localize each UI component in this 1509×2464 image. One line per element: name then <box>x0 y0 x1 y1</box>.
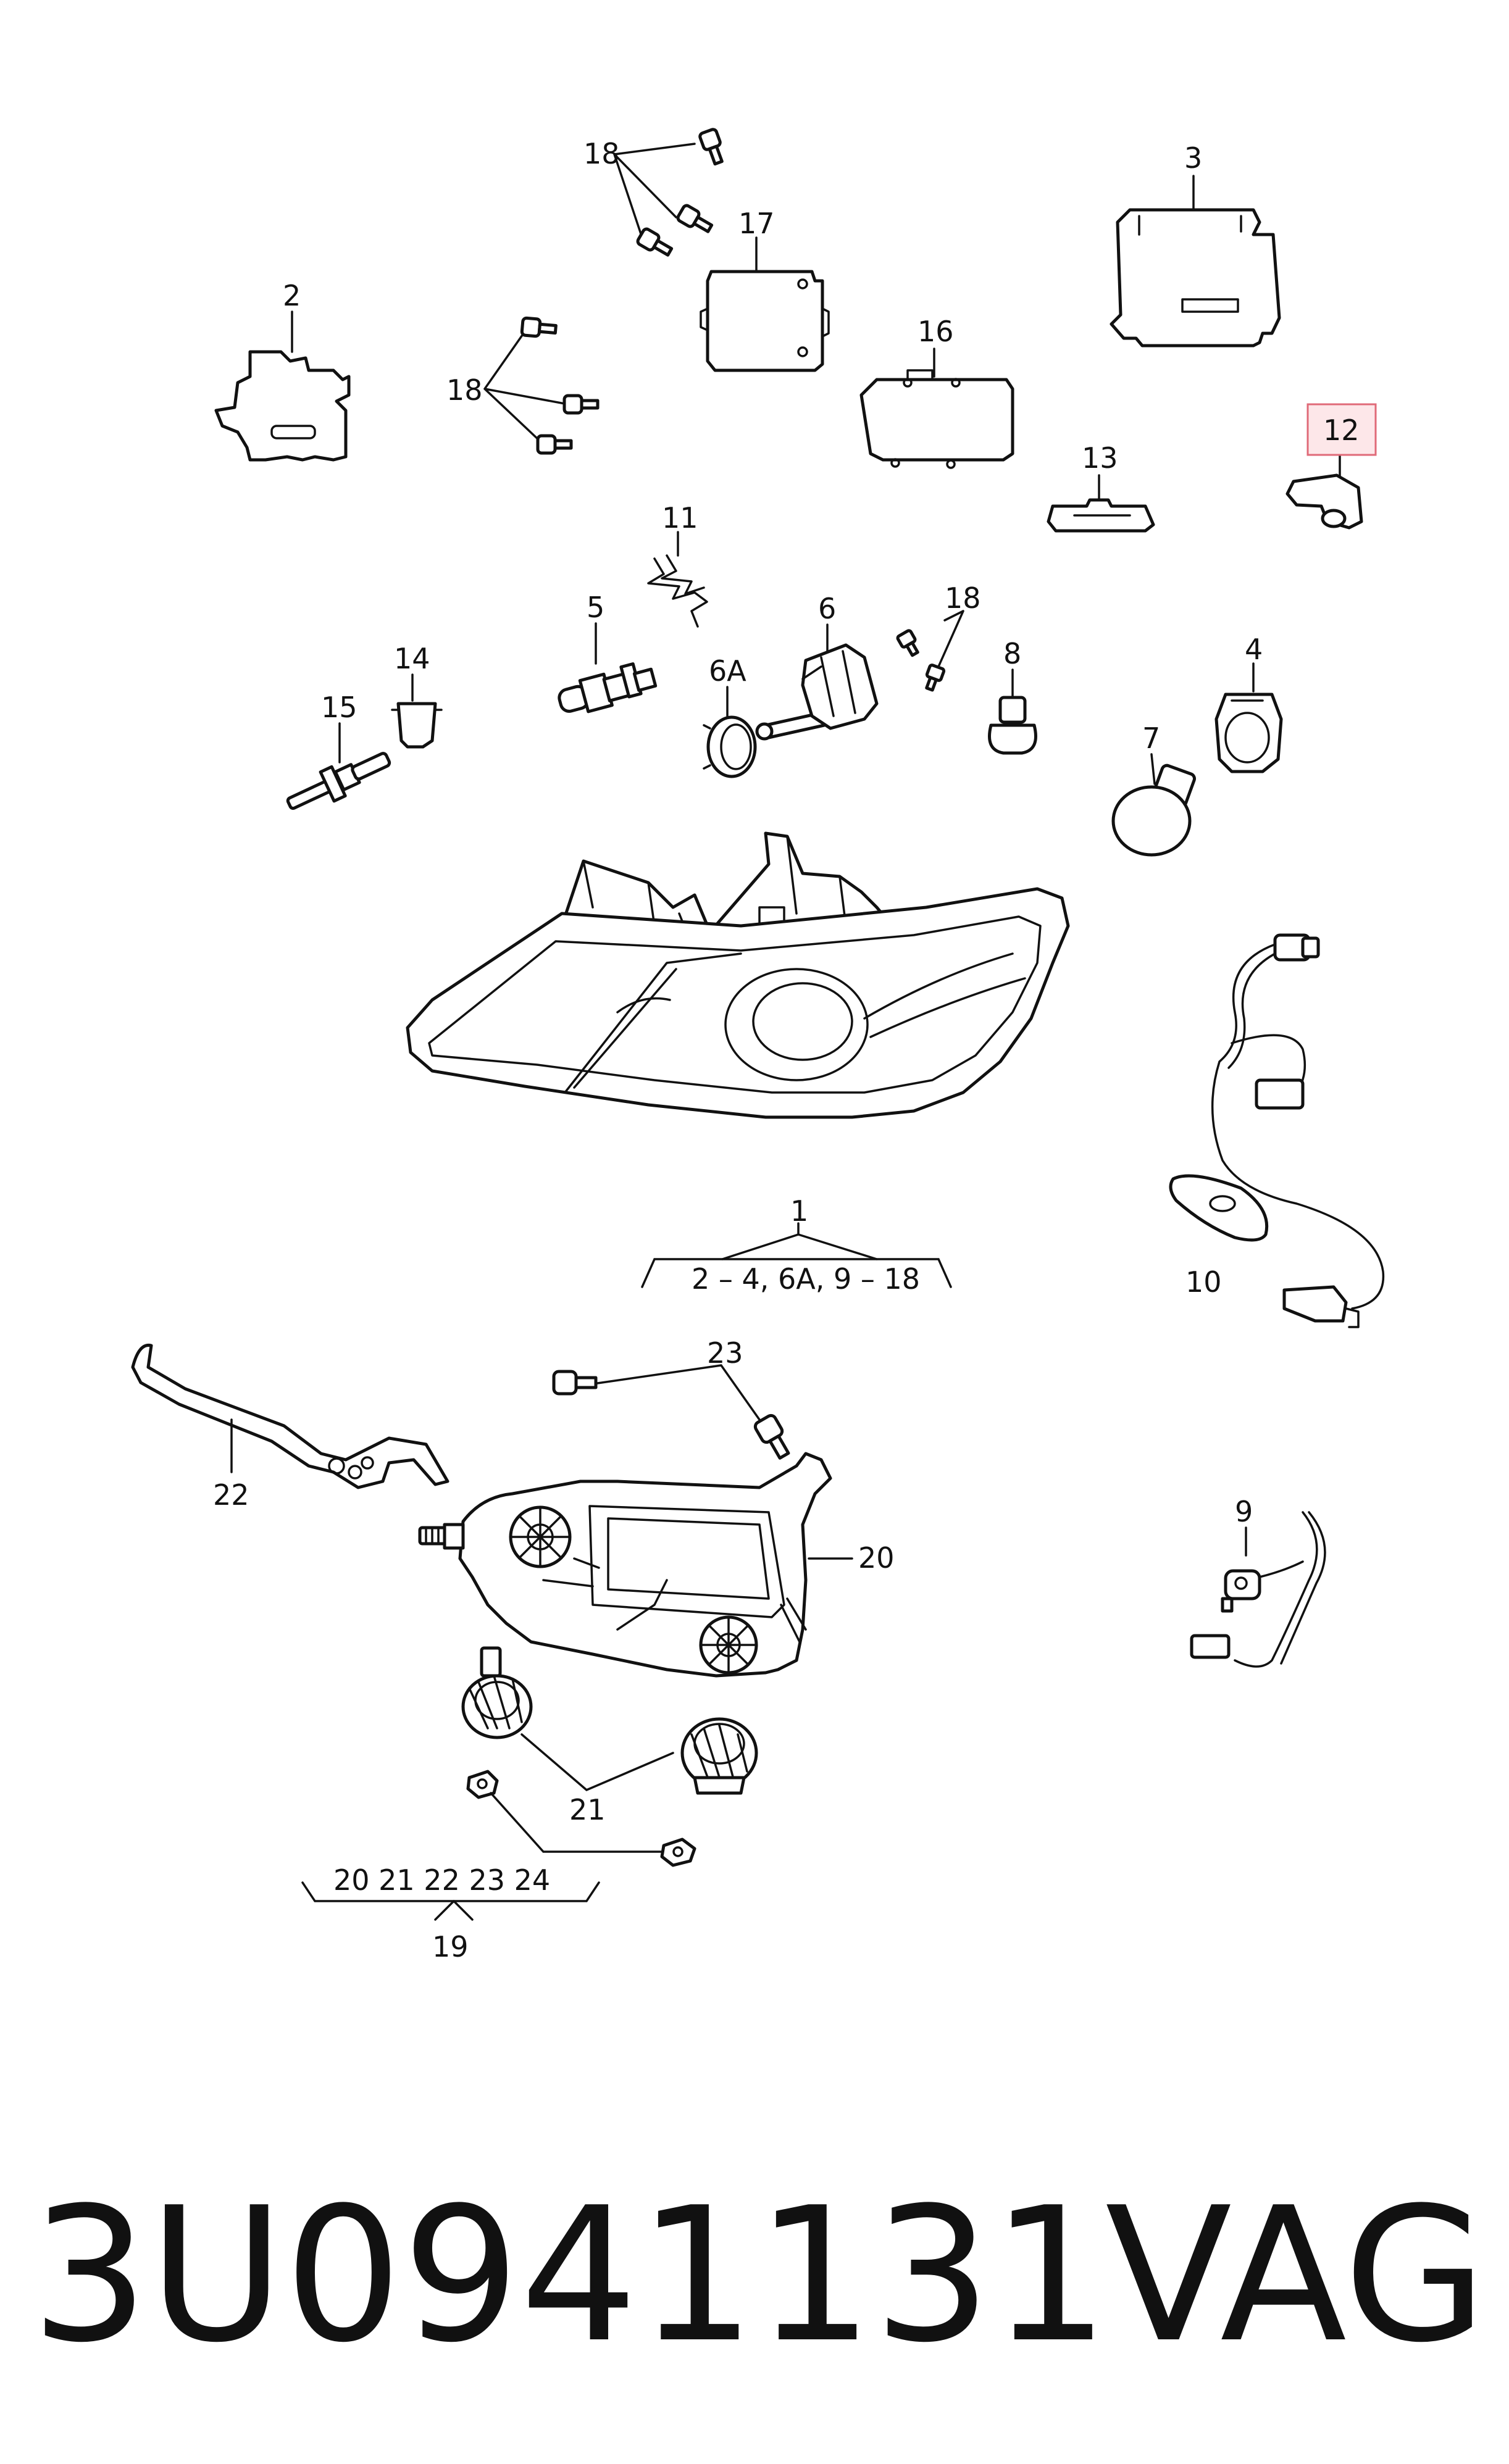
label-18-left: 18 <box>446 373 483 407</box>
group-19-members: 20 21 22 23 24 <box>333 1863 550 1897</box>
part-1-headlight <box>406 831 1070 1119</box>
label-22: 22 <box>213 1478 249 1512</box>
label-3: 3 <box>1184 141 1202 175</box>
part-2-bracket <box>214 310 351 462</box>
part-10-harness <box>1169 933 1385 1328</box>
part-22-rod <box>131 1343 449 1489</box>
part-18-screws-top <box>613 128 724 257</box>
part-13-strip <box>1047 474 1155 533</box>
part-number: 3U0941131 <box>31 2168 1110 2383</box>
part-9-sensor <box>1190 1511 1326 1668</box>
label-11: 11 <box>662 501 698 535</box>
group-bracket-19 <box>301 1881 600 1921</box>
part-15-pin <box>286 722 391 810</box>
part-18-screws-small <box>896 610 964 692</box>
part-3-cover <box>1110 175 1281 348</box>
part-21-gears <box>461 1646 758 1867</box>
label-6: 6 <box>818 592 836 625</box>
part-23-screws <box>552 1364 790 1460</box>
label-1: 1 <box>790 1194 808 1228</box>
part-12-connector <box>1285 454 1363 530</box>
label-23: 23 <box>707 1336 743 1370</box>
label-12-highlight-box <box>1306 403 1377 456</box>
label-12: 12 <box>1323 414 1360 447</box>
part-20-adjuster-frame <box>418 1452 853 1678</box>
brand: VAG <box>1105 2168 1487 2383</box>
part-11-clip <box>647 531 708 628</box>
label-10: 10 <box>1185 1265 1222 1299</box>
label-18-top: 18 <box>583 137 620 170</box>
label-19: 19 <box>432 1930 469 1963</box>
label-14: 14 <box>394 642 430 675</box>
label-13: 13 <box>1082 441 1118 475</box>
label-8: 8 <box>1003 637 1021 670</box>
part-6a-ring <box>703 686 757 778</box>
part-7-bulb <box>1111 753 1196 857</box>
label-15: 15 <box>321 691 357 724</box>
group-1-range: 2 – 4, 6A, 9 – 18 <box>692 1262 920 1296</box>
label-9: 9 <box>1235 1495 1253 1528</box>
label-21: 21 <box>569 1793 606 1826</box>
group-bracket-1 <box>641 1222 952 1288</box>
label-16: 16 <box>918 315 954 348</box>
label-6a: 6A <box>709 654 746 688</box>
part-6-xenon-bulb <box>755 623 879 741</box>
label-2: 2 <box>283 279 301 312</box>
part-5-bulb <box>558 622 658 714</box>
part-16-module <box>859 348 1014 469</box>
part-8-small-bulb <box>988 668 1037 755</box>
part-18-screws-left <box>483 316 600 455</box>
label-5: 5 <box>587 591 604 624</box>
label-18-small: 18 <box>945 581 981 615</box>
part-14-grommet <box>391 673 443 749</box>
label-7: 7 <box>1142 722 1160 755</box>
part-4-socket <box>1214 662 1283 773</box>
label-4: 4 <box>1245 633 1263 666</box>
label-17: 17 <box>738 207 775 240</box>
part-17-control-unit <box>700 236 830 372</box>
label-20: 20 <box>858 1541 895 1575</box>
